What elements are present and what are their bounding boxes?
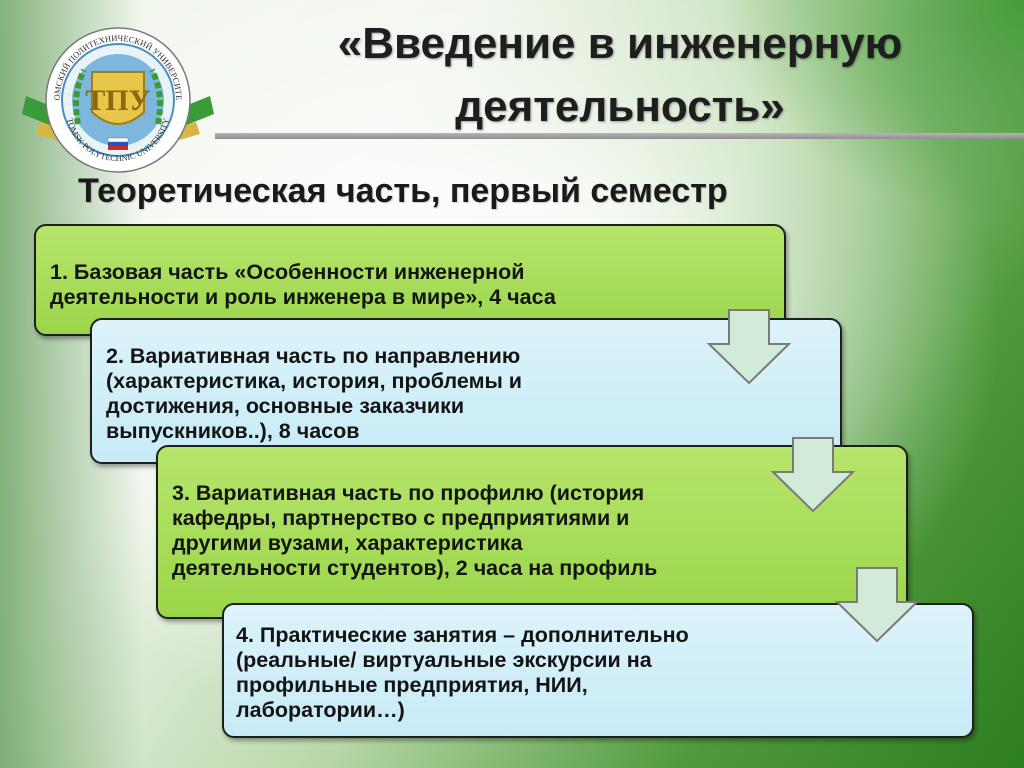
slide-title-line-2: деятельность» <box>455 82 785 131</box>
step-2-line: 2. Вариативная часть по направлению <box>106 344 521 368</box>
step-2-line: достижения, основные заказчики <box>106 394 465 418</box>
down-arrow-icon <box>770 437 856 513</box>
step-3-line: деятельности студентов), 2 часа на профи… <box>172 556 658 580</box>
step-4-line: 4. Практические занятия – дополнительно <box>236 623 689 647</box>
university-logo: ТПУ ТОМСКИЙ ПОЛИТЕХНИЧЕСКИЙ УНИВЕРСИТЕТ … <box>22 14 214 173</box>
step-1-line: деятельности и роль инженера в мире», 4 … <box>50 285 556 309</box>
slide-title: «Введение в инженерную деятельность» <box>230 12 1010 138</box>
slide-subtitle: Теоретическая часть, первый семестр <box>78 172 728 210</box>
step-4-line: лаборатории…) <box>236 698 405 722</box>
step-2-text: 2. Вариативная часть по направлению (хар… <box>106 344 522 444</box>
step-3-box: 3. Вариативная часть по профилю (история… <box>156 445 908 619</box>
step-3-text: 3. Вариативная часть по профилю (история… <box>172 481 657 581</box>
step-2-box: 2. Вариативная часть по направлению (хар… <box>90 318 842 464</box>
step-3-line: 3. Вариативная часть по профилю (история <box>172 481 645 505</box>
down-arrow-icon <box>706 309 792 385</box>
step-3-line: другими вузами, характеристика <box>172 531 523 555</box>
title-divider <box>215 133 1024 139</box>
step-1-box: 1. Базовая часть «Особенности инженерной… <box>34 224 786 336</box>
step-1-line: 1. Базовая часть «Особенности инженерной <box>50 260 525 284</box>
step-3-line: кафедры, партнерство с предприятиями и <box>172 506 630 530</box>
step-2-line: выпускников..), 8 часов <box>106 419 360 443</box>
step-1-text: 1. Базовая часть «Особенности инженерной… <box>50 260 556 310</box>
step-4-line: (реальные/ виртуальные экскурсии на <box>236 648 652 672</box>
logo-monogram: ТПУ <box>85 84 150 117</box>
step-4-box: 4. Практические занятия – дополнительно … <box>222 603 974 738</box>
step-2-line: (характеристика, история, проблемы и <box>106 369 523 393</box>
step-4-line: профильные предприятия, НИИ, <box>236 673 588 697</box>
down-arrow-icon <box>834 567 920 643</box>
slide-title-line-1: «Введение в инженерную <box>337 19 903 68</box>
step-4-text: 4. Практические занятия – дополнительно … <box>236 623 689 723</box>
